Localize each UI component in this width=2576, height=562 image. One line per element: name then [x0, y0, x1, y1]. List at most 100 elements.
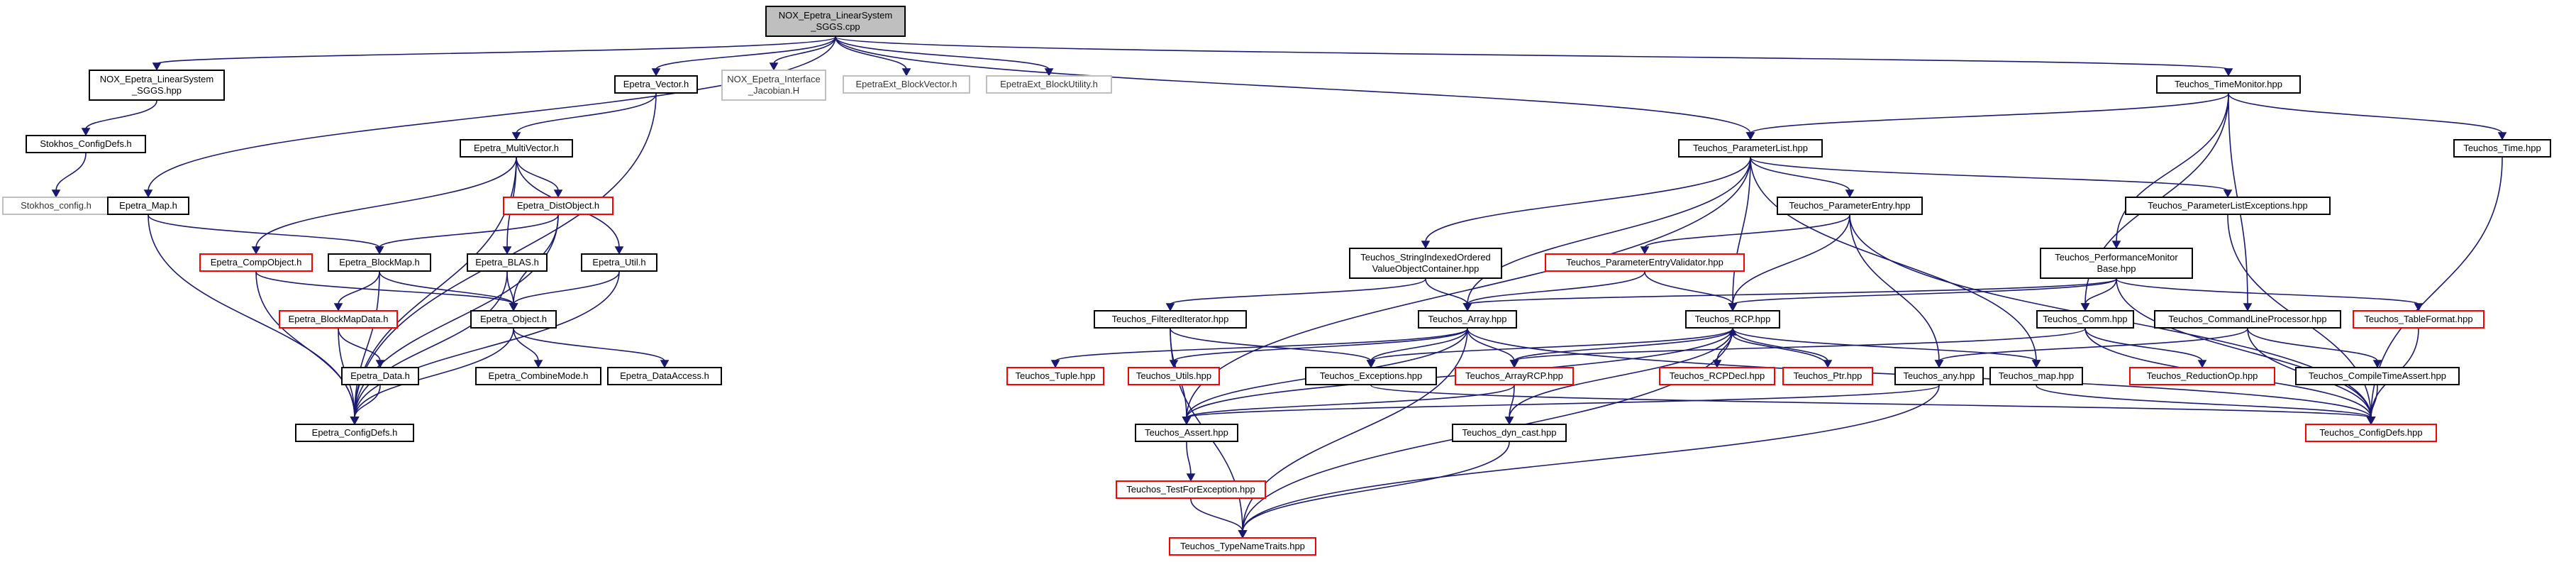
- node-teuchos-array[interactable]: Teuchos_Array.hpp: [1418, 310, 1517, 329]
- node-epetra-object[interactable]: Epetra_Object.h: [470, 310, 557, 329]
- node-epetraext-blockutility[interactable]: EpetraExt_BlockUtility.h: [986, 75, 1112, 94]
- node-teuchos-rcp[interactable]: Teuchos_RCP.hpp: [1685, 310, 1780, 329]
- arrowhead: [1934, 360, 1944, 368]
- node-teuchos-assert[interactable]: Teuchos_Assert.hpp: [1135, 424, 1238, 442]
- edge-teuchos-pevalidator-to-teuchos-rcp: [1644, 271, 1733, 305]
- node-teuchos-exceptions[interactable]: Teuchos_Exceptions.hpp: [1305, 367, 1437, 385]
- node-teuchos-reductionop[interactable]: Teuchos_ReductionOp.hpp: [2129, 367, 2275, 385]
- node-teuchos-clp[interactable]: Teuchos_CommandLineProcessor.hpp: [2154, 310, 2341, 329]
- node-teuchos-compiletimeassert[interactable]: Teuchos_CompileTimeAssert.hpp: [2295, 367, 2460, 385]
- node-teuchos-ptr[interactable]: Teuchos_Ptr.hpp: [1782, 367, 1873, 385]
- node-epetra-blockmapdata[interactable]: Epetra_BlockMapData.h: [279, 310, 398, 329]
- node-teuchos-parameterlist[interactable]: Teuchos_ParameterList.hpp: [1678, 139, 1823, 158]
- edge-epetra-blockmapdata-to-epetra-data: [338, 328, 381, 362]
- node-epetra-compobject[interactable]: Epetra_CompObject.h: [199, 253, 313, 272]
- arrowhead: [1366, 360, 1376, 368]
- node-epetra-util[interactable]: Epetra_Util.h: [581, 253, 657, 272]
- node-epetraext-blockvector[interactable]: EpetraExt_BlockVector.h: [843, 75, 970, 94]
- node-teuchos-time[interactable]: Teuchos_Time.hpp: [2453, 139, 2551, 158]
- node-teuchos-tableformat[interactable]: Teuchos_TableFormat.hpp: [2353, 310, 2485, 329]
- edge-teuchos-rcp-to-teuchos-map: [1732, 328, 2037, 362]
- edge-epetra-vector-to-epetra-multivector: [516, 93, 657, 134]
- arrowhead: [251, 246, 261, 255]
- edge-teuchos-array-to-teuchos-arrayrcp: [1467, 328, 1515, 362]
- edge-teuchos-clp-to-teuchos-any: [1938, 328, 2248, 362]
- edge-teuchos-any-to-teuchos-assert: [1186, 385, 1940, 419]
- edge-root-to-teuchos-parameterlist: [835, 36, 1751, 134]
- edge-teuchos-parameterlist-to-teuchos-map: [1750, 157, 2037, 362]
- node-teuchos-typenametraits[interactable]: Teuchos_TypeNameTraits.hpp: [1169, 537, 1316, 556]
- arrowhead: [2197, 360, 2207, 368]
- node-epetra-dataaccess[interactable]: Epetra_DataAccess.h: [607, 367, 722, 385]
- edge-epetra-map-to-epetra-blockmap: [148, 214, 380, 248]
- node-teuchos-perfmonitor[interactable]: Teuchos_PerformanceMonitor Base.hpp: [2040, 248, 2193, 279]
- arrowhead: [1745, 132, 1755, 140]
- arrowhead: [1845, 189, 1855, 198]
- node-teuchos-stringindexed[interactable]: Teuchos_StringIndexedOrdered ValueObject…: [1349, 248, 1502, 279]
- edge-teuchos-parameterentry-to-teuchos-any: [1849, 214, 1940, 362]
- node-teuchos-configdefs[interactable]: Teuchos_ConfigDefs.hpp: [2305, 424, 2437, 442]
- arrowhead: [1728, 327, 1738, 336]
- arrowhead: [1640, 246, 1650, 255]
- node-root[interactable]: NOX_Epetra_LinearSystem _SGGS.cpp: [765, 6, 906, 37]
- node-teuchos-rcpdecl[interactable]: Teuchos_RCPDecl.hpp: [1659, 367, 1775, 385]
- arrowhead: [81, 128, 91, 136]
- edge-teuchos-comm-to-teuchos-arrayrcp: [1514, 328, 2086, 362]
- edge-teuchos-ptr-to-teuchos-rcp: [1732, 334, 1828, 368]
- edge-teuchos-parameterlist-to-teuchos-assert: [1186, 157, 1751, 419]
- node-teuchos-comm[interactable]: Teuchos_Comm.hpp: [2036, 310, 2134, 329]
- node-epetra-map[interactable]: Epetra_Map.h: [107, 197, 189, 215]
- edge-teuchos-array-to-teuchos-utils: [1173, 328, 1468, 362]
- arrowhead: [1182, 417, 1192, 425]
- node-teuchos-pevalidator[interactable]: Teuchos_ParameterEntryValidator.hpp: [1545, 253, 1745, 272]
- node-teuchos-map[interactable]: Teuchos_map.hpp: [1989, 367, 2083, 385]
- node-epetra-distobject[interactable]: Epetra_DistObject.h: [503, 197, 614, 215]
- node-teuchos-filtered[interactable]: Teuchos_FilteredIterator.hpp: [1094, 310, 1247, 329]
- node-epetra-vector[interactable]: Epetra_Vector.h: [614, 75, 698, 94]
- node-stokhos-config[interactable]: Stokhos_config.h: [2, 197, 110, 215]
- arrowhead: [1462, 303, 1472, 312]
- edge-root-to-nox-jacobian: [773, 36, 836, 65]
- arrowhead: [1421, 241, 1431, 249]
- node-teuchos-any[interactable]: Teuchos_any.hpp: [1894, 367, 1984, 385]
- arrowhead: [1238, 530, 1248, 539]
- arrowhead: [2414, 303, 2424, 312]
- edge-teuchos-dyncast-to-teuchos-typenametraits: [1242, 441, 1510, 532]
- arrowhead: [502, 246, 512, 255]
- arrowhead: [152, 62, 162, 71]
- node-teuchos-dyncast[interactable]: Teuchos_dyn_cast.hpp: [1452, 424, 1567, 442]
- arrowhead: [1728, 303, 1738, 312]
- node-teuchos-testforexception[interactable]: Teuchos_TestForException.hpp: [1116, 480, 1266, 499]
- node-epetra-multivector[interactable]: Epetra_MultiVector.h: [460, 139, 573, 158]
- edge-root-to-epetra-map: [148, 36, 836, 192]
- node-teuchos-timemonitor[interactable]: Teuchos_TimeMonitor.hpp: [2156, 75, 2301, 94]
- edge-teuchos-timemonitor-to-teuchos-parameterlist: [1750, 93, 2229, 134]
- edge-teuchos-rcp-to-teuchos-exceptions: [1370, 328, 1733, 362]
- node-teuchos-tuple[interactable]: Teuchos_Tuple.hpp: [1006, 367, 1104, 385]
- edge-epetra-object-to-epetra-combinemode: [513, 328, 539, 362]
- node-teuchos-plexceptions[interactable]: Teuchos_ParameterListExceptions.hpp: [2125, 197, 2331, 215]
- arrowhead: [1712, 360, 1722, 368]
- node-epetra-data[interactable]: Epetra_Data.h: [341, 367, 419, 385]
- edge-teuchos-parameterlist-to-teuchos-rcp: [1732, 157, 1751, 305]
- arrowhead: [511, 132, 521, 140]
- node-epetra-blas[interactable]: Epetra_BLAS.h: [467, 253, 548, 272]
- node-epetra-combinemode[interactable]: Epetra_CombineMode.h: [475, 367, 601, 385]
- edge-teuchos-array-to-teuchos-typenametraits: [1242, 328, 1468, 532]
- node-nox-jacobian[interactable]: NOX_Epetra_Interface _Jacobian.H: [721, 70, 826, 101]
- edge-teuchos-any-to-teuchos-typenametraits: [1242, 385, 1940, 532]
- edge-teuchos-perfmonitor-to-teuchos-array: [1467, 278, 2117, 305]
- node-epetra-configdefs[interactable]: Epetra_ConfigDefs.h: [295, 424, 414, 442]
- edge-root-to-epetraext-blockvector: [835, 36, 907, 70]
- node-stokhos-configdefs[interactable]: Stokhos_ConfigDefs.h: [26, 135, 146, 153]
- arrowhead: [651, 68, 661, 77]
- arrowhead: [333, 303, 343, 312]
- arrowhead: [1186, 473, 1196, 482]
- arrowhead: [660, 360, 670, 368]
- node-teuchos-utils[interactable]: Teuchos_Utils.hpp: [1128, 367, 1220, 385]
- edge-teuchos-testforexception-to-teuchos-typenametraits: [1190, 498, 1243, 532]
- node-nox-sggs-hpp[interactable]: NOX_Epetra_LinearSystem _SGGS.hpp: [89, 70, 225, 101]
- node-epetra-blockmap[interactable]: Epetra_BlockMap.h: [328, 253, 431, 272]
- node-teuchos-arrayrcp[interactable]: Teuchos_ArrayRCP.hpp: [1455, 367, 1574, 385]
- node-teuchos-parameterentry[interactable]: Teuchos_ParameterEntry.hpp: [1777, 197, 1923, 215]
